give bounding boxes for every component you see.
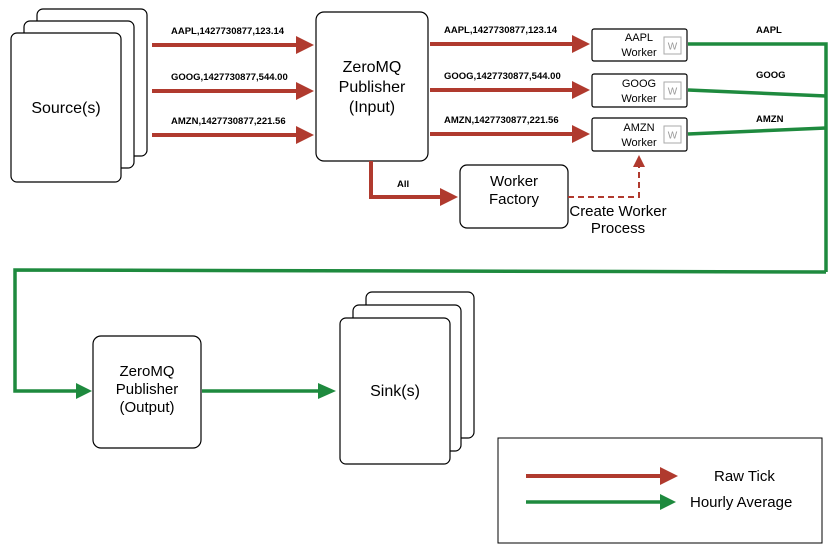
legend-avg-label: Hourly Average bbox=[690, 494, 792, 511]
create-worker-arrow: Create Worker Process bbox=[568, 155, 667, 237]
feedback-line bbox=[13, 268, 827, 399]
create-worker-line1: Create Worker bbox=[569, 203, 666, 220]
worker-aapl-label: Worker bbox=[621, 47, 657, 59]
output-label-amzn: AMZN bbox=[756, 114, 784, 125]
tick-label-amzn-in: AMZN,1427730877,221.56 bbox=[171, 116, 286, 127]
worker-output-lines: AAPL GOOG AMZN bbox=[687, 25, 828, 272]
worker-goog: GOOG Worker W bbox=[591, 73, 688, 108]
tick-label-aapl-out: AAPL,1427730877,123.14 bbox=[444, 25, 558, 36]
tick-label-goog-in: GOOG,1427730877,544.00 bbox=[171, 72, 288, 83]
worker-factory-line1: Worker bbox=[490, 173, 538, 190]
output-label-goog: GOOG bbox=[756, 70, 786, 81]
publisher-output-box: ZeroMQ Publisher (Output) bbox=[92, 335, 202, 449]
publisher-input-line1: ZeroMQ bbox=[343, 59, 402, 76]
tick-label-goog-out: GOOG,1427730877,544.00 bbox=[444, 71, 561, 82]
tick-arrows-in: AAPL,1427730877,123.14 GOOG,1427730877,5… bbox=[152, 26, 314, 144]
tick-label-amzn-out: AMZN,1427730877,221.56 bbox=[444, 115, 559, 126]
output-arrow bbox=[202, 383, 336, 399]
worker-amzn: AMZN Worker W bbox=[591, 117, 688, 152]
worker-aapl-badge: W bbox=[668, 42, 678, 53]
sources-label: Source(s) bbox=[31, 100, 100, 117]
tick-arrows-out: AAPL,1427730877,123.14 GOOG,1427730877,5… bbox=[430, 25, 590, 143]
worker-goog-label: Worker bbox=[621, 93, 657, 105]
publisher-output-line3: (Output) bbox=[119, 399, 174, 416]
legend-raw-label: Raw Tick bbox=[714, 468, 775, 485]
worker-aapl-symbol: AAPL bbox=[625, 32, 653, 44]
sources-stack: Source(s) bbox=[10, 8, 148, 183]
worker-amzn-symbol: AMZN bbox=[623, 122, 654, 134]
all-label: All bbox=[397, 179, 409, 190]
worker-amzn-badge: W bbox=[668, 131, 678, 142]
output-label-aapl: AAPL bbox=[756, 25, 782, 36]
legend: Raw Tick Hourly Average bbox=[497, 437, 823, 544]
publisher-output-line1: ZeroMQ bbox=[119, 363, 174, 380]
tick-label-aapl-in: AAPL,1427730877,123.14 bbox=[171, 26, 285, 37]
publisher-input-line2: Publisher bbox=[339, 79, 406, 96]
worker-aapl: AAPL Worker W bbox=[591, 28, 688, 62]
worker-factory-box: Worker Factory bbox=[459, 164, 569, 229]
worker-amzn-label: Worker bbox=[621, 137, 657, 149]
publisher-input-box: ZeroMQ Publisher (Input) bbox=[315, 11, 429, 162]
sinks-label: Sink(s) bbox=[370, 383, 420, 400]
worker-factory-line2: Factory bbox=[489, 191, 540, 208]
publisher-output-line2: Publisher bbox=[116, 381, 179, 398]
worker-goog-badge: W bbox=[668, 87, 678, 98]
create-worker-line2: Process bbox=[591, 220, 645, 237]
sinks-stack: Sink(s) bbox=[339, 291, 475, 465]
all-arrow: All bbox=[369, 161, 458, 206]
publisher-input-line3: (Input) bbox=[349, 99, 395, 116]
worker-goog-symbol: GOOG bbox=[622, 78, 656, 90]
